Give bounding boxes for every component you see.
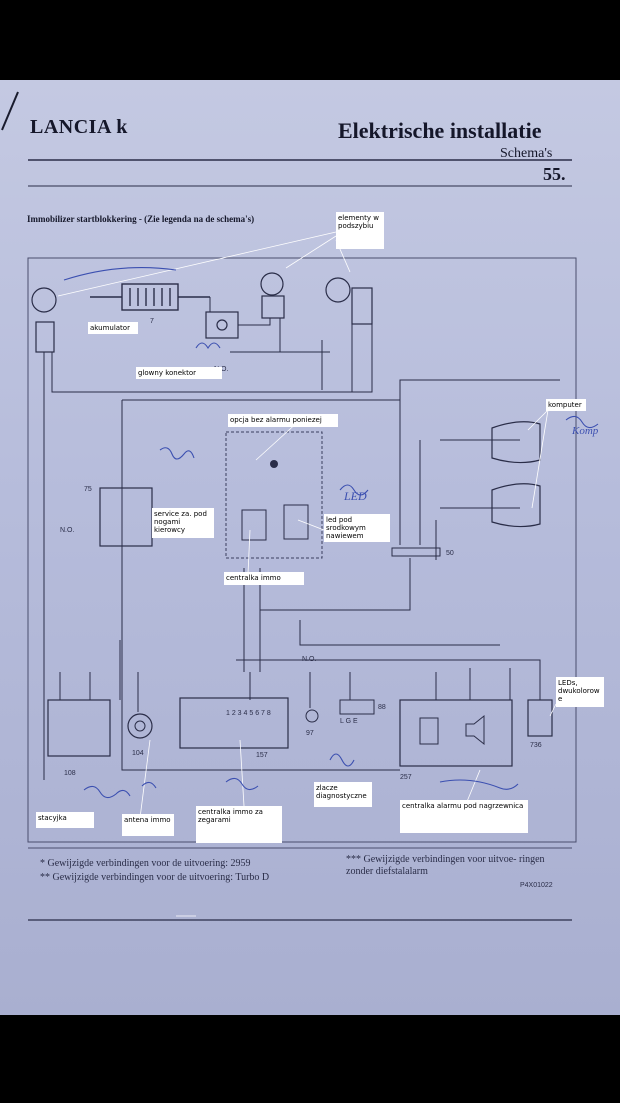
document-page (0, 80, 620, 1015)
led-symbol (270, 460, 278, 468)
component-97 (305, 709, 319, 723)
label-service: service za. pod nogami kierowcy (152, 508, 214, 538)
component-73 (260, 272, 285, 319)
footnote-1: * Gewijzigde verbindingen voor de uitvoe… (40, 858, 251, 869)
connector-50 (391, 547, 441, 557)
brand-title: LANCIA k (30, 116, 128, 138)
alarm-unit-157 (399, 699, 513, 767)
diagnostic-pins: L G E (340, 718, 358, 725)
antenna-104 (127, 713, 153, 739)
wiring-lines (43, 297, 560, 780)
module-box-right (283, 504, 309, 540)
label-glowny-konektor: glowny konektor (136, 367, 222, 379)
subsection-title: Schema's (500, 146, 553, 161)
label-zlacze: zlacze diagnostyczne (314, 782, 372, 807)
relay-pins: 1 2 3 4 5 6 7 8 (226, 710, 271, 717)
footnote-3: *** Gewijzigde verbindingen voor uitvoe-… (346, 854, 545, 877)
diagram-title: Immobilizer startblokkering - (Zie legen… (27, 214, 255, 224)
connector-note-3: N.O. (60, 527, 75, 534)
label-leds: LEDs, dwukolorow e (556, 677, 604, 707)
component-76 (31, 287, 57, 353)
label-centralka-immo: centralka immo (224, 572, 304, 585)
number-75: 75 (84, 486, 92, 493)
page-corner-mark (1, 91, 19, 131)
ignition-105 (47, 699, 111, 757)
label-centralka-alarmu: centralka alarmu pod nagrzewnica (400, 800, 528, 833)
diagnostic-88 (339, 699, 375, 715)
alarm-chip (419, 717, 439, 745)
label-elementy: elementy w podszybiu (336, 212, 384, 249)
number-157: 257 (400, 774, 412, 781)
label-stacyjka: stacyjka (36, 812, 94, 828)
figure-code: P4X01022 (520, 882, 553, 889)
label-opcja: opcja bez alarmu poniezej (228, 414, 338, 427)
antenna-104-inner (134, 720, 146, 732)
connector-note: N.O. (302, 656, 317, 663)
module-box-left (241, 509, 267, 541)
component-75 (99, 487, 153, 547)
computer-connectors (491, 421, 541, 528)
label-akumulator: akumulator (88, 322, 138, 334)
number-97: 97 (306, 730, 314, 737)
page-number: 55. (543, 164, 566, 184)
component-736 (325, 277, 373, 325)
handwritten-notes (63, 267, 599, 799)
handwriting-komp: Komp (571, 425, 599, 437)
number-105: 108 (64, 770, 76, 777)
label-antena: antena immo (122, 814, 174, 836)
label-centralka-zegar: centralka immo za zegarami (196, 806, 282, 843)
relay-9 (205, 311, 239, 339)
number-108: 157 (256, 752, 268, 759)
label-komputer: komputer (546, 399, 586, 411)
speaker-symbol (465, 714, 485, 746)
battery-7 (90, 283, 210, 311)
number-257: 736 (530, 742, 542, 749)
number-50: 50 (446, 550, 454, 557)
handwriting-led: LED (343, 489, 367, 503)
optional-module-frame (225, 431, 323, 559)
number-88: 88 (378, 704, 386, 711)
number-104: 104 (132, 750, 144, 757)
leds-257 (527, 699, 553, 737)
footnote-2: ** Gewijzigde verbindingen voor de uitvo… (40, 872, 270, 883)
number-7: 7 (150, 318, 154, 325)
immo-unit-108 (179, 697, 289, 749)
label-led: led pod srodkowym nawiewem (324, 514, 390, 542)
section-title: Elektrische installatie (338, 118, 542, 143)
